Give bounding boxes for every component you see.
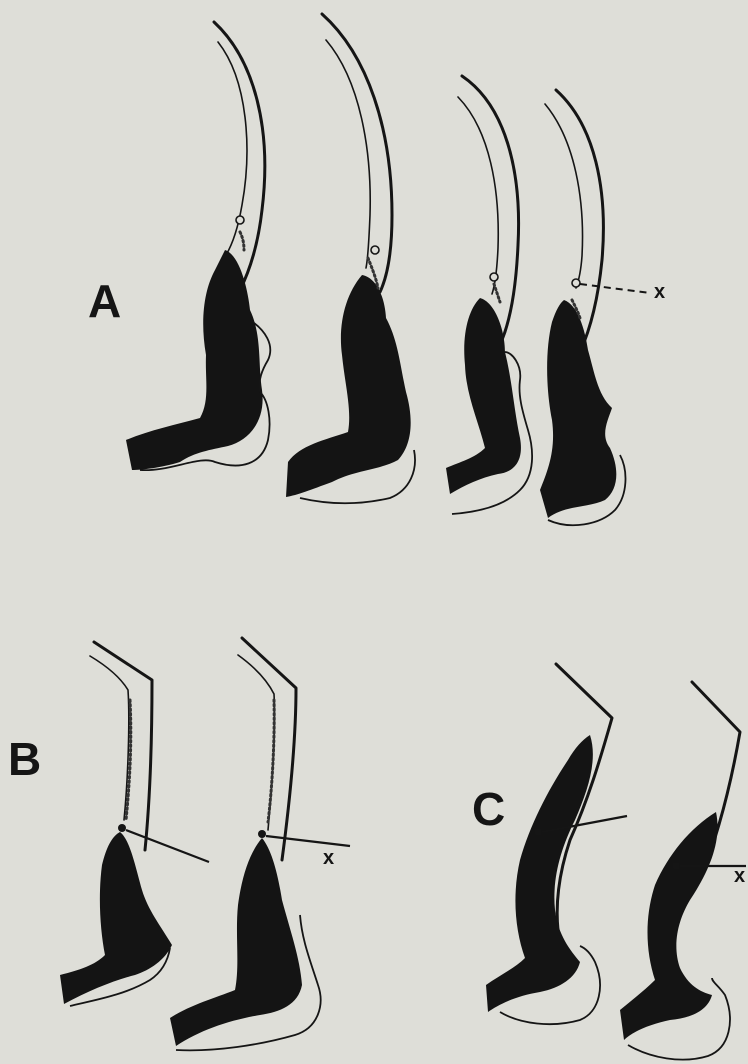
- panel-c-label: C: [472, 786, 505, 832]
- panel-a-marker-x: x: [654, 282, 665, 302]
- panel-b-marker-x: x: [323, 848, 334, 868]
- panel-b-label: B: [8, 736, 41, 782]
- panel-a-label: A: [88, 278, 121, 324]
- panel-c-marker-x: x: [734, 866, 745, 886]
